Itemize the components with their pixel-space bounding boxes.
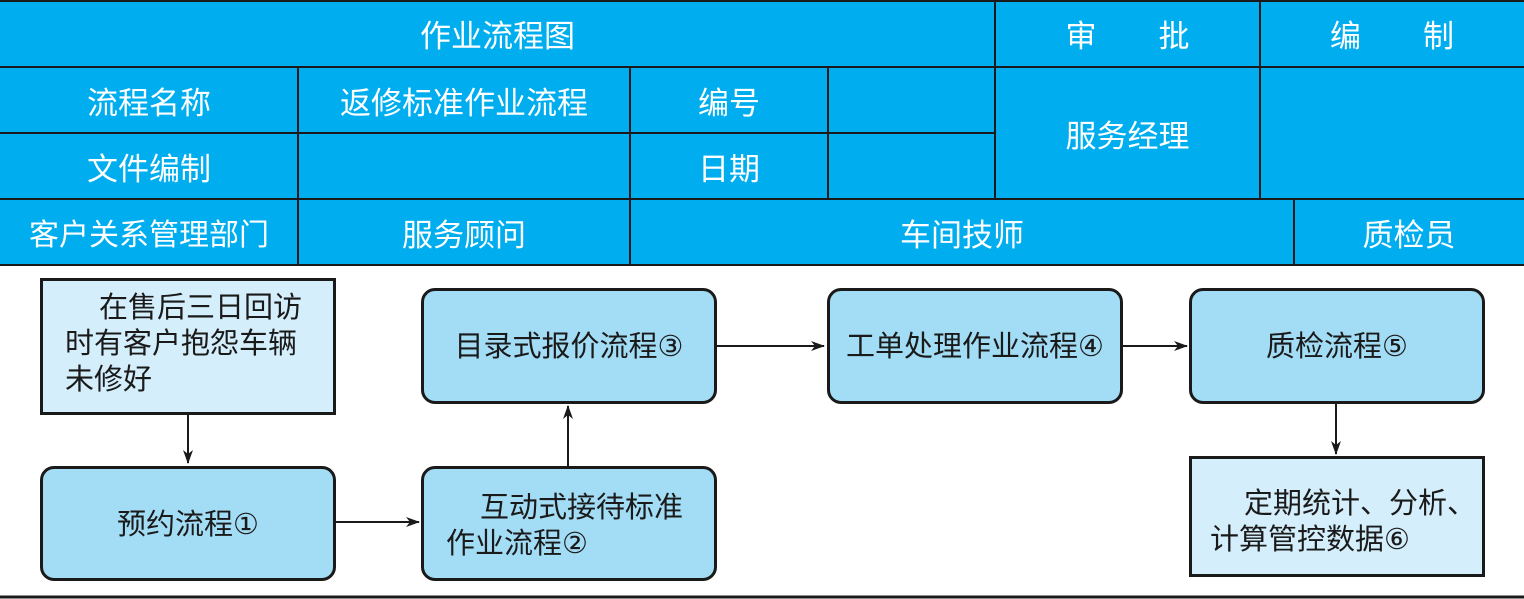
- chart-title: 作业流程图: [420, 19, 575, 55]
- date-label: 日期: [698, 151, 760, 188]
- compile-label: 编 制: [1330, 19, 1454, 55]
- complaint-line-1: 在售后三日回访: [99, 290, 303, 324]
- stats-line-2: 计算管控数据⑥: [1210, 522, 1410, 556]
- reception-line-1: 互动式接待标准: [480, 490, 684, 524]
- file-compile-label: 文件编制: [87, 151, 211, 188]
- approve-label: 审 批: [1065, 19, 1190, 55]
- workorder-process-label: 工单处理作业流程④: [846, 329, 1104, 363]
- complaint-box: 在售后三日回访 时有客户抱怨车辆 未修好: [40, 278, 336, 415]
- qc-process-box: 质检流程⑤: [1189, 288, 1485, 404]
- workorder-process-box: 工单处理作业流程④: [827, 288, 1123, 404]
- header-grid-lines: [0, 0, 1524, 266]
- appointment-process-label: 预约流程①: [117, 506, 259, 541]
- complaint-line-3: 未修好: [65, 362, 153, 396]
- role-qc-inspector: 质检员: [1362, 217, 1456, 254]
- service-manager-label: 服务经理: [1065, 118, 1190, 155]
- header-table: 作业流程图 审 批 编 制 流程名称 返修标准作业流程 编号 文件编制 日期 服…: [0, 0, 1524, 266]
- stats-box: 定期统计、分析、 计算管控数据⑥: [1189, 456, 1485, 577]
- process-name-value: 返修标准作业流程: [340, 85, 588, 122]
- role-workshop-technician: 车间技师: [900, 217, 1024, 254]
- reception-process-box: 互动式接待标准 作业流程②: [421, 466, 717, 581]
- role-service-advisor: 服务顾问: [402, 217, 526, 254]
- complaint-line-2: 时有客户抱怨车辆: [65, 326, 298, 360]
- quote-process-label: 目录式报价流程③: [454, 329, 684, 363]
- stats-line-1: 定期统计、分析、: [1244, 486, 1477, 520]
- appointment-process-box: 预约流程①: [40, 466, 336, 581]
- number-label: 编号: [698, 85, 760, 122]
- reception-line-2: 作业流程②: [446, 526, 588, 560]
- qc-process-label: 质检流程⑤: [1266, 329, 1408, 363]
- quote-process-box: 目录式报价流程③: [421, 288, 717, 404]
- process-name-label: 流程名称: [87, 85, 211, 122]
- role-crm-dept: 客户关系管理部门: [29, 218, 269, 253]
